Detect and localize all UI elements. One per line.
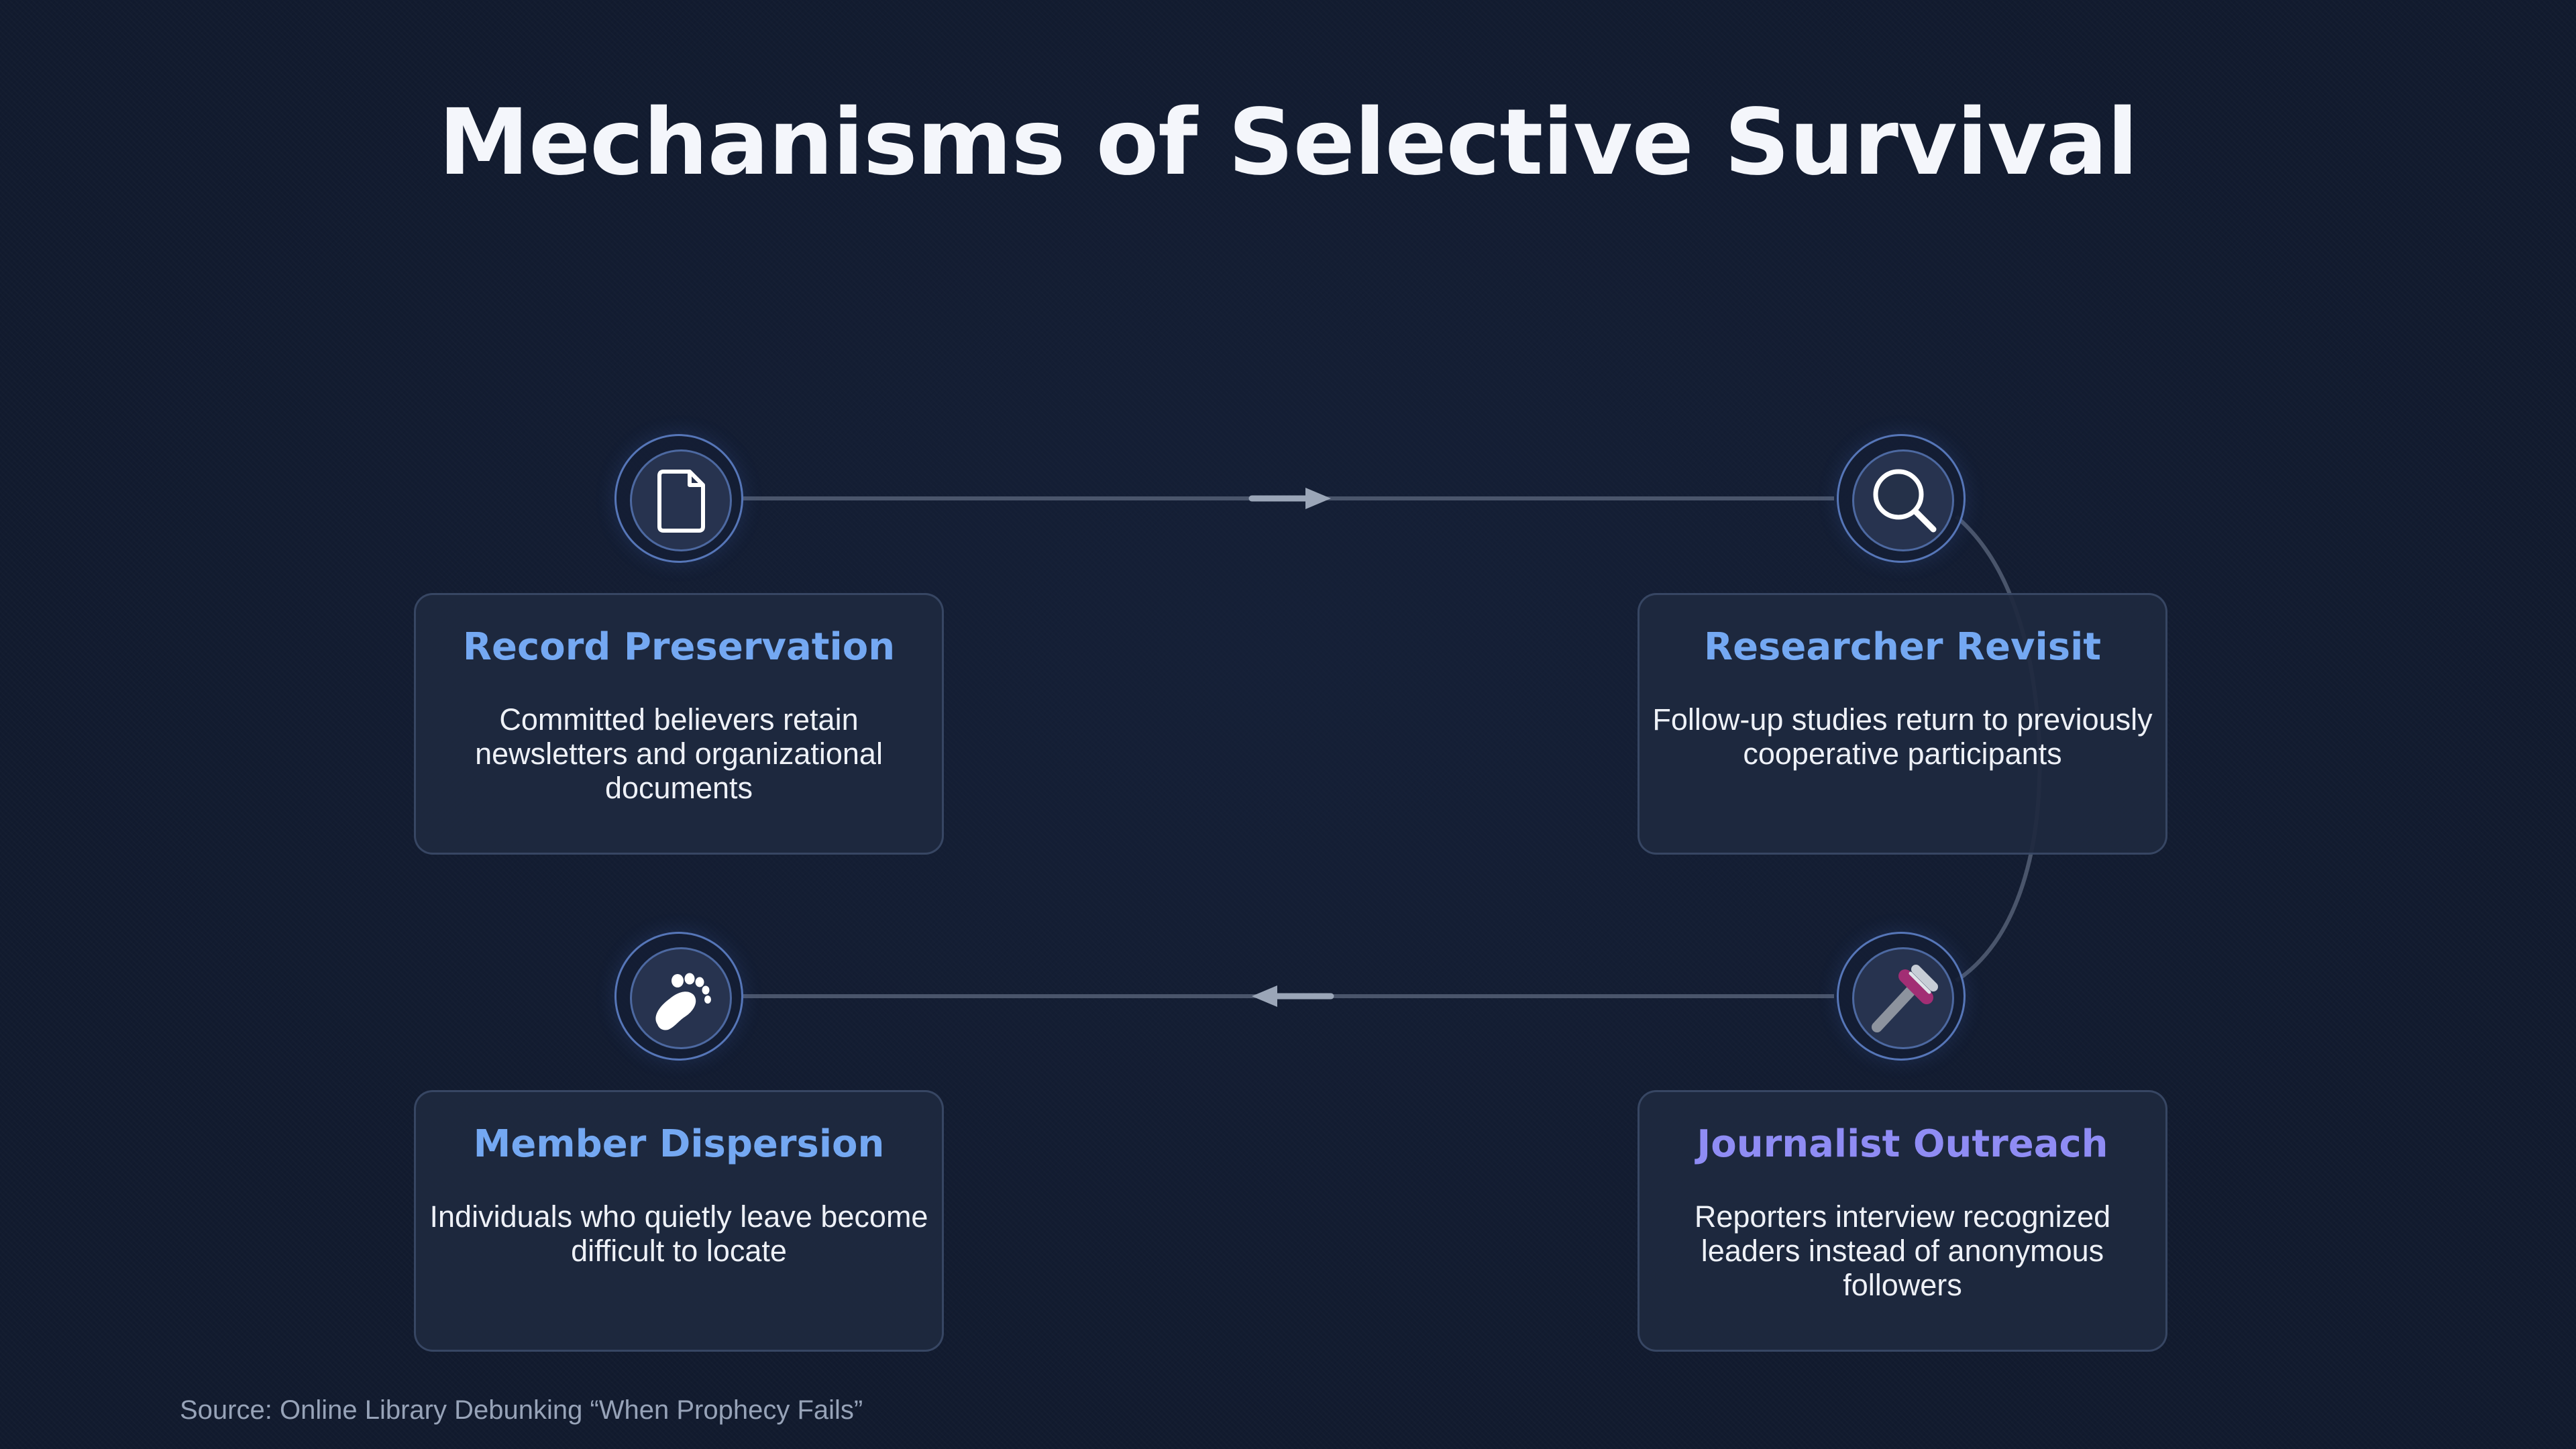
researcher-revisit-title: Researcher Revisit	[1703, 625, 2102, 669]
journalist-outreach-card: Journalist Outreach Reporters interview …	[1638, 1090, 2167, 1352]
document-icon	[657, 470, 705, 533]
magnifier-icon	[1873, 469, 1937, 533]
record-preservation-icon-node	[614, 434, 743, 563]
journalist-outreach-icon-node	[1837, 932, 1966, 1061]
member-dispersion-card: Member Dispersion Individuals who quietl…	[414, 1090, 944, 1352]
researcher-revisit-icon-node	[1837, 434, 1966, 563]
researcher-revisit-description: Follow-up studies return to previously c…	[1652, 702, 2153, 771]
member-dispersion-title: Member Dispersion	[473, 1122, 885, 1166]
record-preservation-title: Record Preservation	[462, 625, 896, 669]
record-preservation-card: Record Preservation Committed believers …	[414, 593, 944, 855]
arrow-right-icon	[1248, 488, 1331, 509]
microphone-icon	[1872, 965, 1938, 1032]
record-preservation-description: Committed believers retain newsletters a…	[475, 702, 883, 805]
member-dispersion-icon-node	[614, 932, 743, 1061]
arrow-left-icon	[1252, 985, 1334, 1007]
source-citation: Source: Online Library Debunking “When P…	[180, 1395, 863, 1425]
member-dispersion-description: Individuals who quietly leave become dif…	[429, 1199, 928, 1268]
journalist-outreach-title: Journalist Outreach	[1697, 1122, 2108, 1166]
footprint-icon	[655, 973, 711, 1030]
journalist-outreach-description: Reporters interview recognized leaders i…	[1694, 1199, 2111, 1302]
page-title: Mechanisms of Selective Survival	[438, 90, 2139, 196]
researcher-revisit-card: Researcher Revisit Follow-up studies ret…	[1638, 593, 2167, 855]
